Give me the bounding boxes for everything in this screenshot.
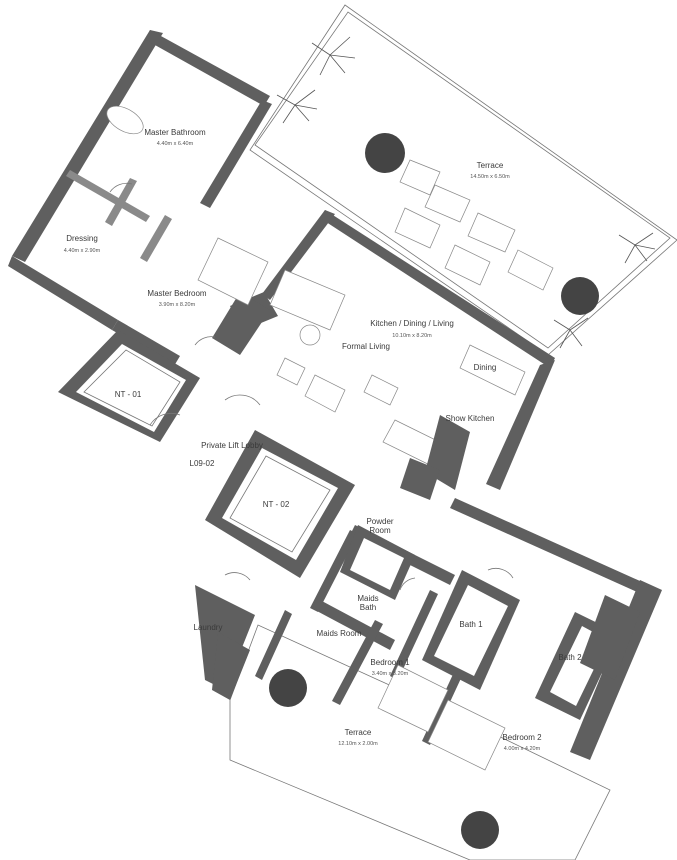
dims-master-bedroom: 3.90m x 8.20m [159, 302, 196, 308]
label-bath1: Bath 1 [459, 620, 483, 629]
palm-plants [276, 36, 656, 349]
nt02-shaft [205, 430, 355, 578]
planter-terrace-2 [561, 277, 599, 315]
dims-dressing: 4.40m x 2.90m [64, 248, 101, 254]
label-formal-living: Formal Living [342, 342, 390, 351]
planter-terrace-1 [365, 133, 405, 173]
label-laundry: Laundry [194, 623, 223, 632]
dims-terrace-top: 14.50m x 6.50m [470, 174, 510, 180]
label-bedroom2: Bedroom 2 [502, 733, 542, 742]
label-show-kitchen: Show Kitchen [446, 414, 495, 423]
living-walls [262, 210, 662, 760]
nt01-shaft [58, 330, 200, 442]
terrace-bottom-outline [229, 624, 611, 860]
label-terrace-bottom: Terrace [345, 728, 372, 737]
label-maids-bath-2: Bath [360, 603, 376, 612]
room-labels: Master Bathroom 4.40m x 6.40m Dressing 4… [64, 128, 582, 752]
planter-circles [269, 133, 599, 849]
label-dining: Dining [474, 363, 497, 372]
label-dressing: Dressing [66, 234, 98, 243]
label-terrace-top: Terrace [477, 161, 504, 170]
dims-kitchen-dining-living: 10.10m x 8.20m [392, 333, 432, 339]
label-bath2: Bath 2 [558, 653, 582, 662]
label-powder-room-1: Powder [366, 517, 393, 526]
bedroom-wing-walls [195, 525, 640, 745]
label-bedroom1: Bedroom 1 [370, 658, 410, 667]
label-powder-room-2: Room [369, 526, 391, 535]
door-swings [109, 182, 514, 591]
label-nt02: NT - 02 [263, 500, 290, 509]
dims-master-bathroom: 4.40m x 6.40m [157, 141, 194, 147]
terrace-top-outline [249, 4, 677, 356]
label-kitchen-dining-living: Kitchen / Dining / Living [370, 319, 454, 328]
label-nt01: NT - 01 [115, 390, 142, 399]
label-private-lift-lobby: Private Lift Lobby [201, 441, 263, 450]
dims-bedroom2: 4.00m x 4.20m [504, 746, 541, 752]
dims-terrace-bottom: 12.10m x 2.00m [338, 741, 378, 747]
label-maids-room: Maids Room [317, 629, 362, 638]
label-master-bathroom: Master Bathroom [144, 128, 206, 137]
master-suite-walls [8, 30, 278, 366]
dims-bedroom1: 3.40m x 3.20m [372, 671, 409, 677]
planter-terrace-4 [461, 811, 499, 849]
furniture [106, 105, 554, 771]
kitchen-island [382, 415, 470, 500]
label-master-bedroom: Master Bedroom [147, 289, 206, 298]
planter-terrace-3 [269, 669, 307, 707]
label-maids-bath-1: Maids [357, 594, 378, 603]
label-lift-lobby-code: L09-02 [190, 459, 215, 468]
